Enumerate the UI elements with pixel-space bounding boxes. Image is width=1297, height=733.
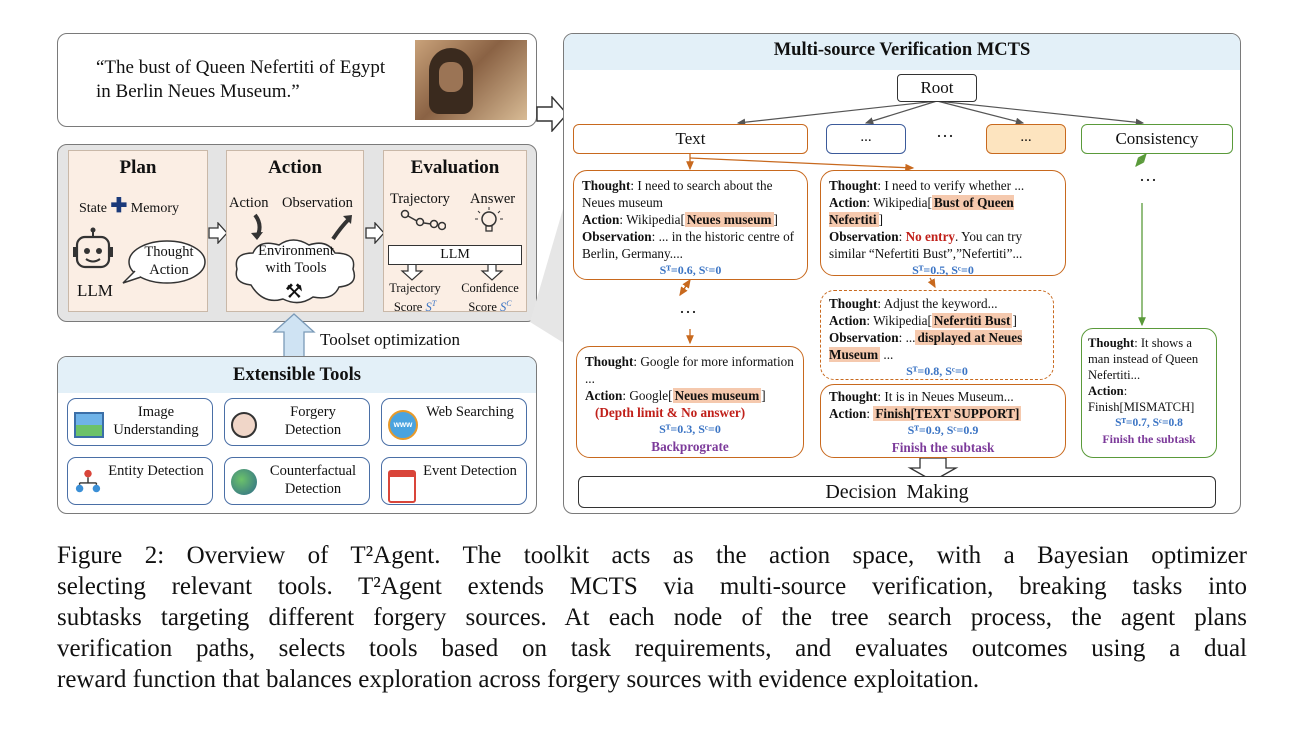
evaluation-title: Evaluation <box>410 157 500 178</box>
action-sub-label: Action <box>229 195 269 211</box>
text-branch: Text <box>573 124 808 154</box>
trajectory-icon <box>400 209 446 231</box>
node5-score: Sᵀ=0.9, Sᶜ=0.9 <box>907 423 979 437</box>
action-label: Action <box>149 262 189 278</box>
trajectory-score-label: Trajectory Score <box>389 281 441 315</box>
arrow-quote-mcts <box>536 96 568 132</box>
state-label: State <box>79 201 107 216</box>
mcts-connectors <box>679 100 1147 482</box>
tool-entity-detection: Entity Detection <box>67 457 213 505</box>
forgery-icon <box>231 412 257 438</box>
llm-label: LLM <box>77 281 113 300</box>
consistency-branch: Consistency <box>1081 124 1233 154</box>
tool-counterfactual-detection: Counterfactual Detection <box>224 457 370 505</box>
tools-icon: ⚒ <box>285 281 303 303</box>
image-icon <box>74 412 104 438</box>
entity-icon <box>75 469 101 493</box>
trajectory-score-symbol: ST <box>425 299 437 315</box>
eval-llm-box: LLM <box>388 245 522 265</box>
arrow-action-evaluation <box>365 222 385 244</box>
caption-line-1: Figure 2: Overview of T²Agent. The toolk… <box>57 542 1247 569</box>
caption-line-4: verification paths, selects tools based … <box>57 635 1247 662</box>
mcts-node-6: Thought: It shows a man instead of Queen… <box>1081 328 1217 458</box>
thought-label: Thought <box>144 244 194 260</box>
branch-dots-1: ... <box>826 124 906 154</box>
tool-event-detection: Event Detection <box>381 457 527 505</box>
mcts-node-5: Thought: It is in Neues Museum... Action… <box>820 384 1066 458</box>
figure-caption: Figure 2: Overview of T²Agent. The toolk… <box>57 540 1247 695</box>
caption-line-3: subtasks targeting different forgery sou… <box>57 604 1247 631</box>
nefertiti-photo <box>415 40 527 120</box>
mcts-title: Multi-source Verification MCTS <box>773 40 1031 60</box>
tool-image-understanding: Image Understanding <box>67 398 213 446</box>
quote-text: “The bust of Queen Nefertiti of Egypt in… <box>96 57 386 102</box>
lightbulb-icon <box>475 207 503 232</box>
toolset-up-arrow <box>272 313 316 358</box>
quote-box: “The bust of Queen Nefertiti of Egypt in… <box>57 33 537 127</box>
evaluation-box: Evaluation Trajectory Answer LLM Traject… <box>383 150 527 315</box>
node-ellipsis-right: ··· <box>1139 170 1157 190</box>
toolset-optimization-label: Toolset optimization <box>320 330 460 349</box>
action-title: Action <box>268 157 322 178</box>
globe-icon <box>231 469 257 495</box>
thought-bubble <box>122 240 206 284</box>
www-icon: www <box>388 410 418 440</box>
plan-box: Plan State ✚ Memory LLM Thought Action <box>68 150 208 312</box>
node3-score: Sᵀ=0.8, Sᶜ=0 <box>906 364 968 378</box>
extensible-tools-title: Extensible Tools <box>232 365 361 385</box>
tool-forgery-detection: Forgery Detection <box>224 398 370 446</box>
confidence-score-label: Confidence Score <box>461 281 519 315</box>
robot-icon <box>73 227 113 269</box>
environment-cloud <box>235 239 356 304</box>
answer-label: Answer <box>470 191 516 207</box>
node6-score: Sᵀ=0.7, Sᶜ=0.8 <box>1115 417 1183 429</box>
mcts-node-4: Thought: Google for more information ...… <box>576 346 804 458</box>
node2-score: Sᵀ=0.5, Sᶜ=0 <box>912 263 974 277</box>
branch-dots-middle: ··· <box>936 126 954 146</box>
plan-title: Plan <box>119 157 157 178</box>
tool-web-searching: www Web Searching <box>381 398 527 446</box>
node6-status: Finish the subtask <box>1102 432 1196 446</box>
trajectory-label: Trajectory <box>390 191 450 207</box>
confidence-score-symbol: SC <box>500 299 512 315</box>
decision-making-box: Decision Making <box>578 476 1216 508</box>
caption-line-5: reward function that balances exploratio… <box>57 666 980 693</box>
node5-status: Finish the subtask <box>891 440 995 455</box>
eval-down-arrows <box>400 265 504 281</box>
action-arrows <box>251 213 352 241</box>
node-ellipsis-left: ··· <box>679 302 697 322</box>
node4-status: Backprograte <box>651 439 729 454</box>
calendar-icon <box>388 470 416 503</box>
observation-label: Observation <box>282 195 353 211</box>
action-box: Action Action Observation Environment wi… <box>226 150 364 312</box>
environment-label: Environment with Tools <box>258 243 334 276</box>
root-node: Root <box>897 74 977 102</box>
node4-depth-limit: (Depth limit & No answer) <box>595 405 746 420</box>
mcts-node-2: Thought: I need to verify whether ... Ac… <box>820 170 1066 277</box>
caption-line-2: selecting relevant tools. T²Agent extend… <box>57 573 1247 600</box>
mcts-node-3: Thought: Adjust the keyword... Action: W… <box>820 290 1054 380</box>
memory-label: Memory <box>130 201 179 216</box>
arrow-plan-action <box>208 222 228 244</box>
mcts-node-1: Thought: I need to search about the Neue… <box>573 170 808 280</box>
node4-score: Sᵀ=0.3, Sᶜ=0 <box>659 422 721 436</box>
plus-icon: ✚ <box>110 195 128 217</box>
branch-dots-2: ... <box>986 124 1066 154</box>
node1-score: Sᵀ=0.6, Sᶜ=0 <box>659 263 722 277</box>
